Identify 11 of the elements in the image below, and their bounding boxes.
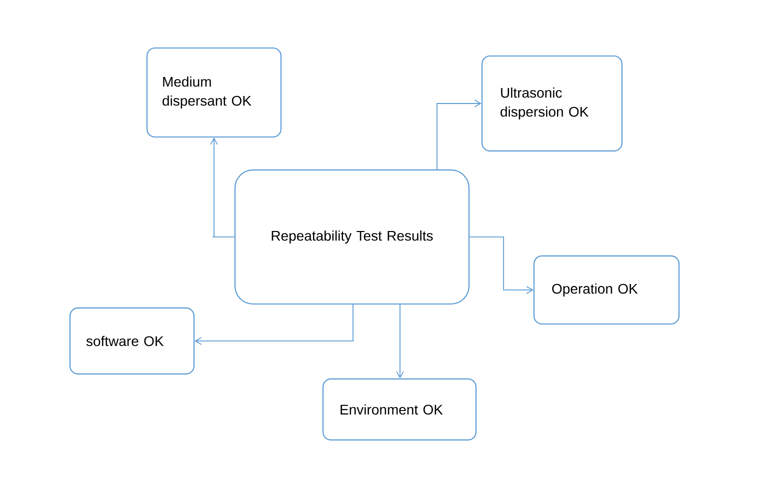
arrow — [396, 304, 404, 378]
arrow — [436, 100, 482, 170]
result-box: software OK — [69, 307, 195, 375]
result-box: Ultrasonic dispersion OK — [481, 55, 623, 152]
result-box: Medium dispersant OK — [146, 47, 282, 138]
result-box: Environment OK — [322, 378, 477, 441]
arrow — [210, 138, 235, 238]
main-box: Repeatability Test Results — [234, 169, 470, 305]
arrow — [194, 304, 354, 345]
result-box: Operation OK — [533, 255, 680, 325]
arrow — [469, 236, 534, 294]
